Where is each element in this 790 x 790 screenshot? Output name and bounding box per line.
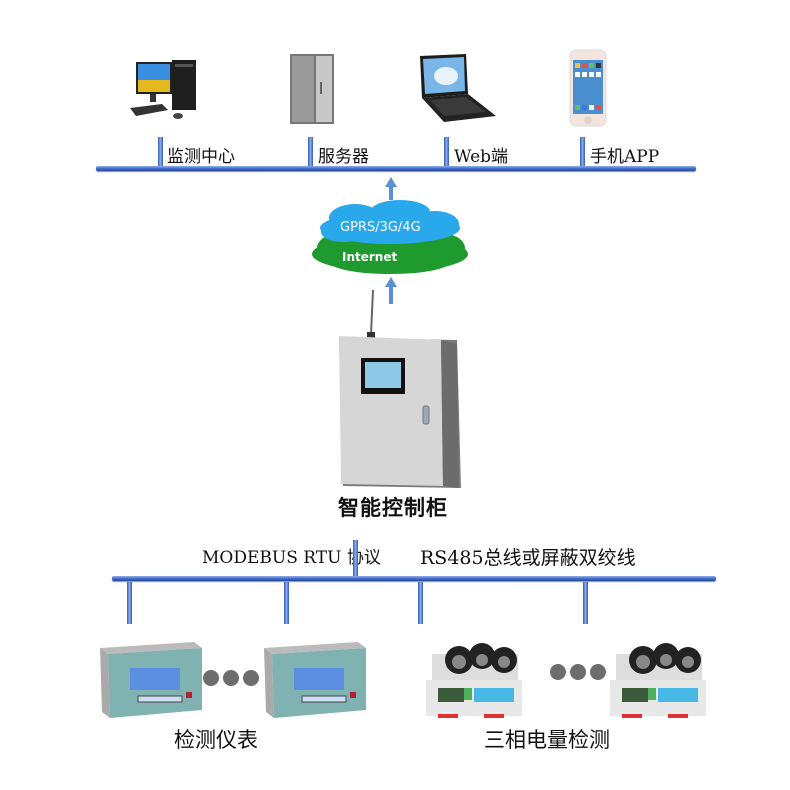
ellipsis-dot — [570, 664, 586, 680]
bottom-drop-2 — [284, 582, 289, 624]
control-cabinet-icon — [339, 289, 461, 488]
three-phase-label: 三相电量检测 — [484, 728, 610, 752]
controller-uplink-shaft — [389, 286, 393, 304]
controller-drop — [353, 540, 358, 578]
bottom-drop-1 — [127, 582, 132, 624]
cloud-icon — [312, 200, 468, 274]
top-node-label: 监测中心 — [167, 147, 235, 167]
three-phase-module-icon — [426, 643, 522, 718]
top-node-label: 手机APP — [590, 147, 660, 167]
ellipsis-dot — [203, 670, 219, 686]
server-icon — [290, 54, 334, 124]
top-node-label: 服务器 — [318, 147, 369, 167]
controller-label: 智能控制柜 — [338, 495, 448, 520]
ellipsis-dot — [550, 664, 566, 680]
top-network-bus — [96, 166, 696, 171]
bottom-drop-3 — [418, 582, 423, 624]
laptop-icon — [420, 54, 496, 122]
controller-uplink-arrow-icon — [385, 277, 397, 287]
desktop-computer-icon — [130, 60, 196, 119]
meter-panel-icon — [100, 642, 202, 718]
protocol-label: MODEBUS RTU 协议 — [202, 548, 381, 568]
ellipsis-dot — [590, 664, 606, 680]
smartphone-icon — [569, 49, 607, 127]
meters-label: 检测仪表 — [174, 728, 258, 752]
medium-label: RS485总线或屏蔽双绞线 — [420, 547, 636, 569]
three-phase-module-icon — [610, 643, 706, 718]
top-node-label: Web端 — [454, 147, 509, 167]
top-drop-2 — [308, 137, 313, 168]
uplink-arrow-shaft — [389, 186, 393, 200]
rs485-bus — [112, 576, 716, 581]
uplink-arrow-icon — [385, 177, 397, 187]
ellipsis-dot — [243, 670, 259, 686]
cloud-lower-label: Internet — [342, 250, 398, 264]
top-drop-1 — [158, 137, 163, 168]
top-drop-3 — [444, 137, 449, 168]
ellipsis-dot — [223, 670, 239, 686]
cloud-upper-label: GPRS/3G/4G — [340, 220, 421, 235]
top-drop-4 — [580, 137, 585, 168]
meter-panel-icon — [264, 642, 366, 718]
bottom-drop-4 — [583, 582, 588, 624]
